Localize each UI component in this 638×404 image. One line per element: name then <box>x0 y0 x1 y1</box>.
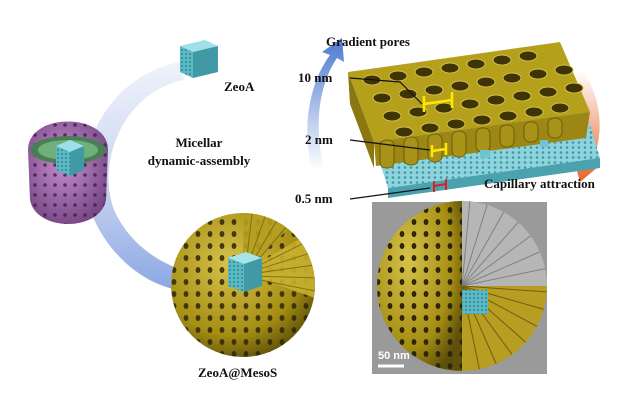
gradient-pores-label: Gradient pores <box>326 34 410 49</box>
product-label: ZeoA@MesoS <box>198 365 278 380</box>
zeolite-cube-icon <box>180 40 218 78</box>
mesopore-array-icon <box>348 42 600 200</box>
size-2nm-label: 2 nm <box>305 132 333 147</box>
micelle-cup-icon <box>28 121 108 224</box>
micellar-label-line1: Micellar <box>175 135 223 150</box>
micellar-label: Micellar dynamic-assembly <box>144 134 254 170</box>
core-shell-sphere-icon <box>171 213 315 357</box>
zeoa-label: ZeoA <box>224 79 255 94</box>
scale-bar-label: 50 nm <box>378 350 410 362</box>
size-10nm-label: 10 nm <box>298 70 333 85</box>
capillary-attraction-label: Capillary attraction <box>484 176 595 191</box>
micellar-label-line2: dynamic-assembly <box>147 153 251 168</box>
size-05nm-label: 0.5 nm <box>295 191 333 206</box>
tem-image-icon <box>372 201 547 374</box>
blue-up-arrow-icon <box>307 38 344 170</box>
cycle-arrow-icon <box>85 62 212 304</box>
